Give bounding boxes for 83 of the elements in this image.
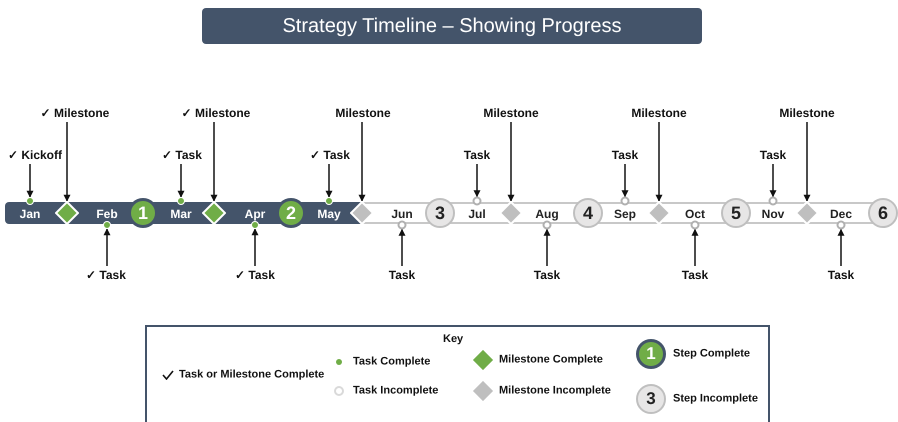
step-circle: 2 xyxy=(276,198,306,228)
month-label: Nov xyxy=(762,207,784,221)
task-dot xyxy=(690,220,700,230)
milestone-diamond xyxy=(55,201,79,225)
step-circle: 1 xyxy=(128,198,158,228)
leader-line xyxy=(358,122,366,202)
legend-label: Milestone Complete xyxy=(499,354,603,366)
legend-heading: Key xyxy=(443,333,464,345)
leader-line xyxy=(804,122,810,202)
task-dot xyxy=(620,196,630,206)
leader-line xyxy=(178,164,184,198)
task-dot xyxy=(768,196,778,206)
task-dot xyxy=(325,197,333,205)
leader-line xyxy=(104,228,110,266)
callout-label: Task xyxy=(464,148,490,162)
leader-line xyxy=(398,228,406,266)
task-dot xyxy=(472,196,482,206)
leader-line xyxy=(252,228,258,266)
task-dot xyxy=(398,220,406,230)
leader-line xyxy=(64,122,70,202)
leader-line xyxy=(210,122,218,202)
milestone-diamond xyxy=(499,201,523,225)
callout-label: ✓ Milestone xyxy=(182,106,250,120)
milestone-diamond xyxy=(795,201,819,225)
milestone-diamond xyxy=(202,201,226,225)
month-label: Apr xyxy=(244,207,266,221)
leader-line xyxy=(656,122,662,202)
task-dot xyxy=(251,221,259,229)
task-dot xyxy=(177,197,185,205)
callout-label: ✓ Task xyxy=(86,268,126,282)
month-label: Dec xyxy=(830,207,852,221)
month-label: Mar xyxy=(170,207,192,221)
leader-line xyxy=(770,164,776,198)
month-label: Sep xyxy=(614,207,636,221)
step-circle: 6 xyxy=(868,198,898,228)
task-dot xyxy=(836,220,846,230)
month-label: May xyxy=(317,207,341,221)
step-circle: 3 xyxy=(425,198,455,228)
callout-label: ✓ Milestone xyxy=(40,106,110,120)
callout-label: ✓ Task xyxy=(235,268,275,282)
callout-label: Task xyxy=(828,268,854,282)
callout-label: Task xyxy=(534,268,560,282)
legend-swatch: 3 xyxy=(636,384,666,414)
month-label: Oct xyxy=(685,207,705,221)
leader-line xyxy=(544,228,550,266)
legend-label: Task Incomplete xyxy=(353,384,438,398)
leader-line xyxy=(622,164,628,198)
title-banner: Strategy Timeline – Showing Progress xyxy=(202,8,702,44)
month-label: Aug xyxy=(535,207,559,221)
leader-line xyxy=(838,228,844,266)
leader-line xyxy=(326,164,332,198)
callout-label: ✓ Task xyxy=(162,148,202,162)
callout-label: Milestone xyxy=(779,106,835,120)
legend-label: Milestone Incomplete xyxy=(499,384,611,398)
callout-label: Task xyxy=(388,268,416,282)
callout-label: Task xyxy=(612,148,638,162)
milestone-diamond xyxy=(350,201,374,225)
legend-label: Step Complete xyxy=(673,348,750,360)
task-dot xyxy=(26,197,34,205)
month-label: Jan xyxy=(20,207,40,221)
leader-line xyxy=(508,122,514,202)
callout-label: Milestone xyxy=(335,106,391,120)
legend-label: Task Complete xyxy=(353,356,430,368)
month-label: Feb xyxy=(96,207,118,221)
milestone-diamond xyxy=(647,201,671,225)
month-label: Jun xyxy=(391,207,413,221)
legend-label: Step Incomplete xyxy=(673,392,758,406)
callout-label: ✓ Kickoff xyxy=(8,148,62,162)
callout-label: Milestone xyxy=(631,106,687,120)
callout-label: Milestone xyxy=(483,106,539,120)
task-dot xyxy=(103,221,111,229)
legend-swatch: 1 xyxy=(636,339,666,369)
leader-line xyxy=(692,228,698,266)
task-dot xyxy=(542,220,552,230)
leader-line xyxy=(474,164,480,198)
step-circle: 5 xyxy=(721,198,751,228)
step-circle: 4 xyxy=(573,198,603,228)
callout-label: Task xyxy=(682,268,708,282)
callout-label: ✓ Task xyxy=(310,148,350,162)
callout-label: Task xyxy=(760,148,786,162)
leader-line xyxy=(26,164,34,198)
legend-label: Task or Milestone Complete xyxy=(179,368,324,382)
month-label: Jul xyxy=(468,207,486,221)
